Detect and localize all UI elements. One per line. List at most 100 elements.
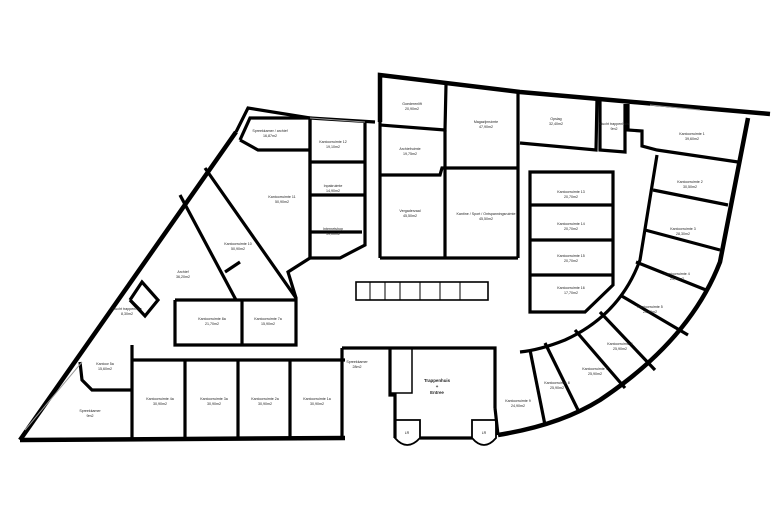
room-name: Kantoorruimte 4a [146, 397, 174, 401]
room-area: 25,90m2 [550, 386, 564, 390]
room-area: 45,50m2 [403, 214, 417, 218]
room-name: Kantoorruimte 8 [544, 381, 570, 385]
room-area: 28m2 [353, 365, 362, 369]
room-area: 30,90m2 [258, 402, 272, 406]
room-area: 47,90m2 [479, 125, 493, 129]
room-name: Vlucht trappenhuis [112, 307, 142, 311]
room-name: Kantoorruimte 7 [582, 367, 608, 371]
room-area: 9m2 [87, 414, 94, 418]
room-name: Kantoorruimte 2 [677, 180, 703, 184]
room-area: 16,87m2 [263, 134, 277, 138]
room-label: Kantine / Sport / Ontspanningsruimte45,5… [457, 212, 516, 221]
room-name: Inpakruimte [324, 184, 343, 188]
lift-label: LR [482, 431, 487, 435]
room-name: Internetshop [323, 227, 343, 231]
room-name: Kantoorruimte 15 [557, 254, 585, 258]
room-name: Kantoorruimte 1 [679, 132, 705, 136]
room-name: Kantoorruimte 6 [607, 342, 633, 346]
room-name: Spreekkamer / archief [252, 129, 287, 133]
room-area: 30,90m2 [207, 402, 221, 406]
room-area: 15,90m2 [261, 322, 275, 326]
room-name: Goederenlift [402, 102, 422, 106]
room-name: Opslag [550, 117, 561, 121]
room-name: Archiefruimte [399, 147, 420, 151]
room-label: Kantoorruimte 725,90m2 [582, 367, 608, 376]
room-name: Magazijnruimte [474, 120, 498, 124]
entrance-label: Trappenhuis + Entree LR LR [405, 378, 487, 435]
room-area: 45,50m2 [479, 217, 493, 221]
room-name: Kantoorruimte 5 [637, 305, 663, 309]
room-area: 20,70m2 [564, 259, 578, 263]
room-area: 30,90m2 [310, 402, 324, 406]
room-label: Kantoorruimte 425,40m2 [664, 272, 690, 281]
room-area: 25,90m2 [588, 372, 602, 376]
room-area: 25,90m2 [613, 347, 627, 351]
room-name: Kantoorruimte 3 [670, 227, 696, 231]
room-labels: Spreekkamer / archief16,87m2Kantoorruimt… [79, 102, 704, 418]
room-label: Kantoorruimte 328,30m2 [670, 227, 696, 236]
room-name: Vlucht trappenhuis [599, 122, 629, 126]
walls [18, 72, 771, 446]
room-area: 19,10m2 [326, 145, 340, 149]
room-label: Kantoorruimte 924,90m2 [505, 399, 531, 408]
room-label: Kantoorruimte 230,50m2 [677, 180, 703, 189]
room-area: 20,90m2 [405, 107, 419, 111]
room-name: Vergaderzaal [399, 209, 420, 213]
entrance-line2: + [436, 384, 439, 389]
entrance-line1: Trappenhuis [424, 378, 451, 383]
room-area: 28,30m2 [676, 232, 690, 236]
room-label: Kantoorruimte 825,90m2 [544, 381, 570, 390]
room-area: 30,50m2 [683, 185, 697, 189]
room-name: Kantine / Sport / Ontspanningsruimte [457, 212, 516, 216]
room-label: Kantoorruimte 625,90m2 [607, 342, 633, 351]
room-name: Kantoorruimte 16 [557, 286, 585, 290]
room-area: 17,70m2 [564, 291, 578, 295]
room-name: Kantoorruimte 13 [557, 190, 585, 194]
room-name: Kantoorruimte 10 [224, 242, 252, 246]
room-name: Kantoorruimte 8a [198, 317, 226, 321]
room-area: 24,90m2 [511, 404, 525, 408]
room-area: 19,75m2 [403, 152, 417, 156]
windows [24, 104, 701, 431]
room-area: 15,60m2 [98, 367, 112, 371]
room-area: 25,40m2 [670, 277, 684, 281]
room-area: 50,90m2 [275, 200, 289, 204]
room-label: Kantoorruimte 139,60m2 [679, 132, 705, 141]
room-area: 32,40m2 [549, 122, 563, 126]
room-area: 30,90m2 [153, 402, 167, 406]
room-area: 36,20m2 [176, 275, 190, 279]
room-area: 14,90m2 [326, 189, 340, 193]
lift-label: LR [405, 431, 410, 435]
room-name: Kantoorruimte 1a [303, 397, 331, 401]
room-area: 19,00m2 [326, 232, 340, 236]
room-area: 9m2 [611, 127, 618, 131]
entrance-line3: Entree [430, 390, 444, 395]
room-area: 50,90m2 [231, 247, 245, 251]
room-area: 8,30m2 [121, 312, 133, 316]
